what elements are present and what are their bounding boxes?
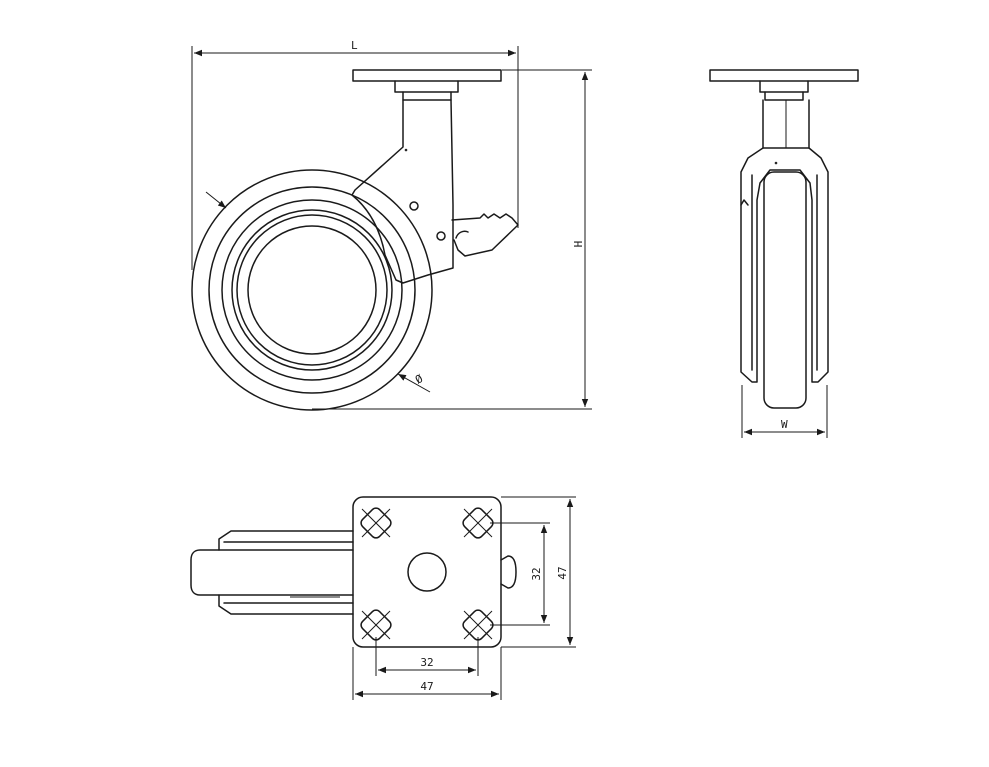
fork-front [740, 147, 829, 383]
brake-pedal[interactable] [451, 213, 519, 257]
mounting-hole-tr [462, 507, 494, 539]
length-label: L [351, 39, 358, 52]
fork-top [190, 530, 354, 615]
dimension-plate-width: 47 [352, 647, 502, 700]
width-label: W [781, 418, 788, 431]
wheel-tyre [191, 169, 433, 411]
dimension-width: W [741, 385, 828, 438]
rivet [409, 201, 419, 211]
plate-height-label: 47 [556, 566, 569, 579]
mounting-hole-bl [360, 609, 392, 641]
center-hole [407, 552, 447, 592]
diameter-label: Ø [413, 372, 426, 387]
dimension-hole-spacing-x: 32 [375, 637, 479, 676]
mounting-hole-tl [360, 507, 392, 539]
dimension-length: L [191, 39, 519, 270]
dimension-height: H [312, 69, 592, 410]
mounting-plate [352, 69, 502, 82]
hole-spacing-y-label: 32 [530, 567, 543, 580]
wheel-rim [208, 186, 416, 394]
fork-body [351, 99, 454, 284]
hole-spacing-x-label: 32 [420, 656, 433, 669]
dimension-diameter: Ø [205, 191, 431, 393]
brake-pivot [436, 231, 446, 241]
wheel-hub-inner [247, 225, 377, 355]
mounting-plate-front [709, 69, 859, 82]
front-view: W [709, 69, 859, 438]
swivel-head [394, 80, 459, 93]
side-view: L H Ø [191, 39, 592, 411]
wheel-hub-outer [231, 209, 393, 371]
dimension-plate-height: 47 [501, 496, 576, 648]
height-label: H [572, 241, 585, 248]
wheel-front [763, 171, 807, 409]
top-view: 32 47 32 47 [190, 496, 576, 700]
mounting-hole-br [462, 609, 494, 641]
top-plate [352, 496, 502, 648]
dimension-hole-spacing-y: 32 [490, 522, 550, 626]
plate-width-label: 47 [420, 680, 433, 693]
